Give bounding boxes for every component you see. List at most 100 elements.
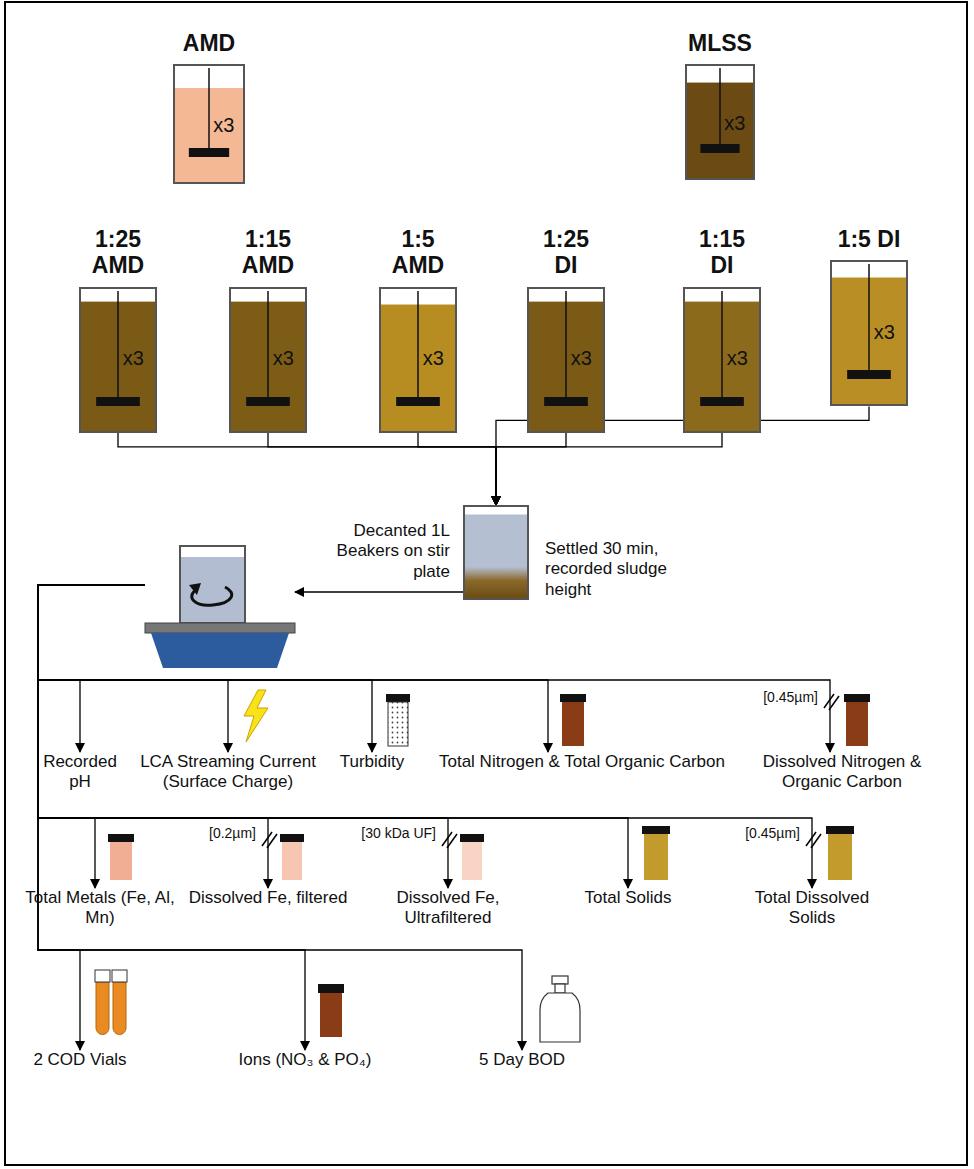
- settled-liquid: [464, 515, 528, 600]
- stir-rod: [721, 291, 723, 399]
- beaker-label: 1:15 DI: [686, 226, 758, 279]
- swirl-head: [189, 583, 201, 595]
- analysis-label: 5 Day BOD: [462, 1050, 582, 1070]
- analysis-step: Dissolved Fe, filtered[0.2µm]: [188, 888, 348, 908]
- stir-rod: [868, 264, 870, 372]
- settling-beaker: Settled 30 min, recorded sludge height: [463, 505, 529, 600]
- beaker-body: x3: [683, 287, 761, 433]
- cod-tube: [113, 982, 126, 1035]
- analysis-label: Dissolved Fe, filtered: [188, 888, 348, 908]
- step-note: Settled 30 min, recorded sludge height: [545, 539, 673, 600]
- vial-cap: [560, 694, 586, 702]
- stir-paddle: [847, 370, 891, 379]
- beaker-wall: [464, 506, 528, 599]
- ions-vial: [318, 984, 344, 1037]
- analysis-label: 2 COD Vials: [20, 1050, 140, 1070]
- stir-rod: [208, 68, 210, 150]
- stir-paddle: [700, 397, 744, 406]
- analysis-step: 2 COD Vials: [20, 1050, 140, 1070]
- beaker-outline: [379, 287, 457, 433]
- turbidity-vial: [386, 694, 410, 746]
- flow-arrow: [268, 433, 496, 505]
- beaker-wall: [230, 288, 306, 432]
- bottle-body: [540, 993, 580, 1042]
- beaker-body: x3: [685, 64, 755, 180]
- replicate-count: x3: [423, 348, 444, 368]
- analysis-step: Recorded pH: [35, 752, 125, 793]
- settling-beaker-outline: [463, 505, 529, 600]
- bottle-stopper: [552, 976, 568, 984]
- analysis-step: Turbidity: [322, 752, 422, 772]
- bod-bottle: [540, 976, 580, 1042]
- vial-cap: [844, 694, 870, 702]
- beaker-outline: [830, 260, 908, 406]
- beaker-outline: [229, 287, 307, 433]
- beaker-body: x3: [229, 287, 307, 433]
- analysis-label: Ions (NO₃ & PO₄): [220, 1050, 390, 1070]
- beaker-outline: [683, 287, 761, 433]
- beaker-body: x3: [79, 287, 157, 433]
- vial-body: [388, 702, 408, 746]
- replicate-count: x3: [213, 115, 234, 135]
- vial-body: [846, 702, 868, 746]
- lightning-icon: [244, 690, 268, 742]
- flow-arrow: [38, 585, 145, 888]
- stir-paddle: [544, 397, 588, 406]
- beaker-wall: [528, 288, 604, 432]
- liquid: [181, 557, 244, 623]
- replicate-count: x3: [123, 348, 144, 368]
- replicate-count: x3: [727, 348, 748, 368]
- beaker-label: 1:5 DI: [833, 226, 905, 252]
- analysis-step: Ions (NO₃ & PO₄): [220, 1050, 390, 1070]
- vial-body: [462, 842, 482, 880]
- flow-arrow: [118, 433, 496, 505]
- analysis-step: Total Solids: [573, 888, 683, 908]
- flow-arrow: [38, 585, 812, 888]
- flow-arrow: [38, 585, 830, 752]
- vial-cap: [108, 834, 134, 842]
- vial-cap: [318, 984, 344, 993]
- beaker-wall: [686, 65, 754, 179]
- analysis-step: Total Metals (Fe, Al, Mn): [25, 888, 175, 929]
- beaker: 1:15 DI x3: [676, 226, 768, 433]
- frame: [5, 2, 967, 1165]
- dn-vial: [844, 694, 870, 746]
- vial-body: [644, 834, 668, 880]
- beaker-body: x3: [173, 64, 245, 184]
- metals-vial: [108, 834, 134, 880]
- analysis-step: Total Nitrogen & Total Organic Carbon: [432, 752, 732, 772]
- analysis-label: Total Metals (Fe, Al, Mn): [25, 888, 175, 929]
- replicate-count: x3: [273, 348, 294, 368]
- stir-plate-beaker: [145, 545, 295, 670]
- vial-cap: [826, 826, 854, 834]
- vial-body: [110, 842, 132, 880]
- vial-body: [828, 834, 852, 880]
- cod-cap: [112, 970, 127, 982]
- beaker-wall: [684, 288, 760, 432]
- beaker-label: 1:25 AMD: [82, 226, 154, 279]
- beaker-wall: [831, 261, 907, 405]
- flow-arrow: [38, 585, 448, 888]
- flow-arrow: [496, 433, 566, 505]
- vial-cap: [280, 834, 304, 842]
- analysis-step: Total Dissolved Solids[0.45µm]: [737, 888, 887, 929]
- stir-beaker: Decanted 1L Beakers on stir plate: [145, 545, 295, 670]
- beaker-label: MLSS: [674, 30, 766, 56]
- flow-arrow: [38, 585, 522, 1050]
- beaker: MLSS x3: [674, 30, 766, 180]
- beaker-body: x3: [379, 287, 457, 433]
- beaker-wall: [174, 65, 244, 183]
- analysis-step: 5 Day BOD: [462, 1050, 582, 1070]
- step-note: Decanted 1L Beakers on stir plate: [325, 521, 450, 582]
- stir-paddle: [189, 148, 229, 157]
- beaker-wall: [80, 288, 156, 432]
- stir-paddle: [246, 397, 290, 406]
- replicate-count: x3: [874, 322, 895, 342]
- analysis-label: Total Solids: [573, 888, 683, 908]
- vial-cap: [642, 826, 670, 834]
- flow-arrow: [38, 585, 628, 888]
- analysis-label: LCA Streaming Current (Surface Charge): [128, 752, 328, 793]
- replicate-count: x3: [724, 113, 745, 133]
- vial-cap: [460, 834, 484, 842]
